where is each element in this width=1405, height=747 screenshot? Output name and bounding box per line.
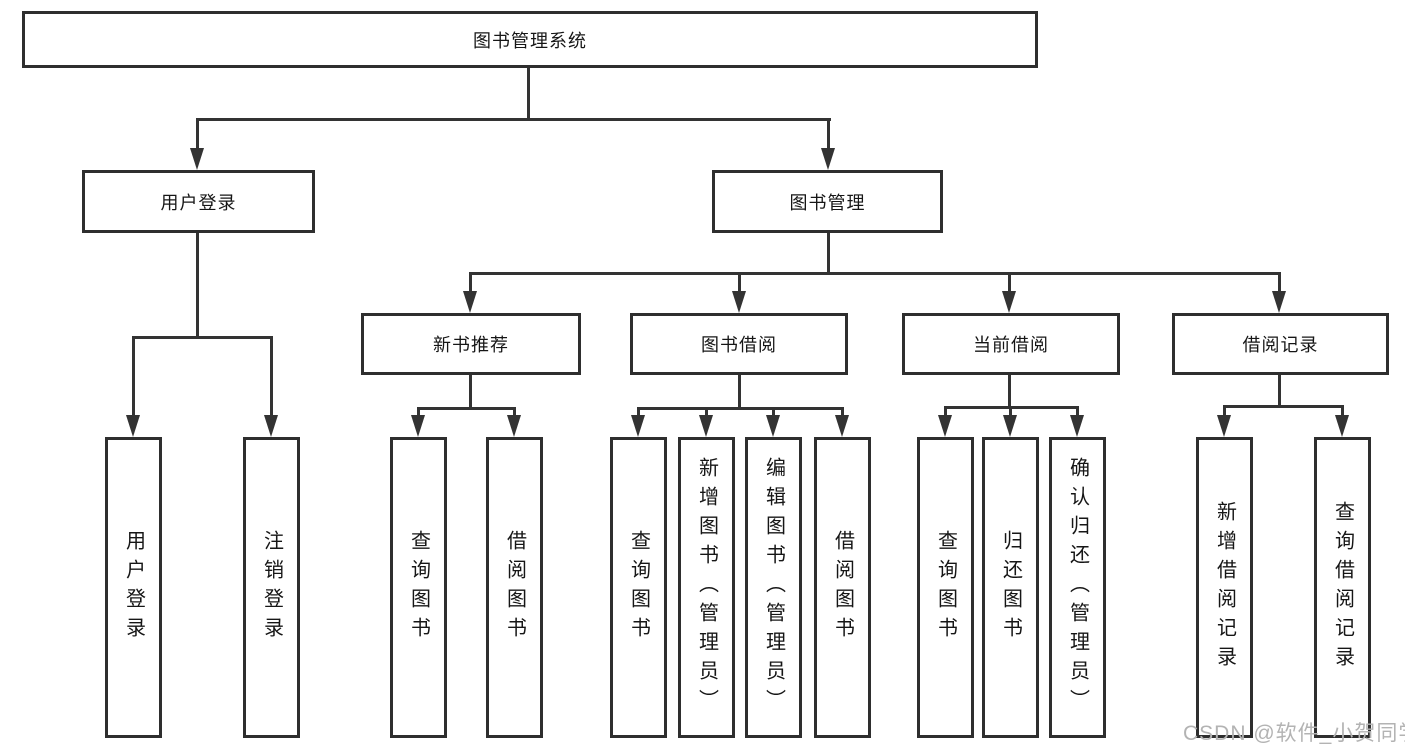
connector-vline	[270, 336, 273, 416]
node-new-book-recommend: 新书推荐	[361, 313, 581, 375]
arrow-down-icon	[126, 415, 140, 437]
leaf-confirm-return-admin: 确认归还（管理员）	[1049, 437, 1106, 738]
leaf-return-book: 归还图书	[982, 437, 1039, 738]
leaf-return-book-label: 归还图书	[999, 529, 1022, 646]
arrow-down-icon	[264, 415, 278, 437]
leaf-add-book-admin: 新增图书（管理员）	[678, 437, 735, 738]
leaf-query-borrow-record: 查询借阅记录	[1314, 437, 1371, 738]
node-current-borrowing-label: 当前借阅	[973, 335, 1049, 355]
arrow-down-icon	[411, 415, 425, 437]
node-library-system: 图书管理系统	[22, 11, 1038, 68]
arrow-down-icon	[1003, 415, 1017, 437]
leaf-query-borrow-record-label: 查询借阅记录	[1331, 500, 1354, 675]
arrow-down-icon	[1002, 291, 1016, 313]
leaf-user-login: 用户登录	[105, 437, 162, 738]
node-book-management: 图书管理	[712, 170, 943, 233]
connector-vline	[772, 407, 775, 417]
leaf-add-borrow-record: 新增借阅记录	[1196, 437, 1253, 738]
connector-vline	[469, 375, 472, 409]
connector-vline	[827, 118, 830, 152]
connector-hline	[417, 407, 516, 410]
connector-vline	[196, 233, 199, 339]
node-new-book-recommend-label: 新书推荐	[433, 335, 509, 355]
arrow-down-icon	[631, 415, 645, 437]
arrow-down-icon	[732, 291, 746, 313]
node-library-system-label: 图书管理系统	[473, 30, 587, 51]
arrow-down-icon	[190, 148, 204, 170]
arrow-down-icon	[821, 148, 835, 170]
leaf-confirm-return-admin-label: 确认归还（管理员）	[1066, 457, 1089, 718]
node-user-login-label: 用户登录	[160, 192, 237, 213]
csdn-watermark: CSDN @软件_小贺同学	[1183, 722, 1405, 745]
connector-vline	[513, 407, 516, 417]
node-book-borrowing: 图书借阅	[630, 313, 848, 375]
arrow-down-icon	[1217, 415, 1231, 437]
arrow-down-icon	[1335, 415, 1349, 437]
connector-vline	[196, 118, 199, 152]
node-borrow-records: 借阅记录	[1172, 313, 1389, 375]
arrow-down-icon	[835, 415, 849, 437]
leaf-add-book-admin-label: 新增图书（管理员）	[695, 457, 718, 718]
arrow-down-icon	[463, 291, 477, 313]
connector-vline	[527, 68, 530, 120]
connector-hline	[197, 118, 831, 121]
connector-vline	[1278, 272, 1281, 294]
leaf-borrow-books-recommend-label: 借阅图书	[503, 529, 526, 646]
connector-vline	[1076, 406, 1079, 416]
connector-vline	[1009, 406, 1012, 416]
connector-vline	[1008, 375, 1011, 408]
leaf-edit-book-admin-label: 编辑图书（管理员）	[762, 457, 785, 718]
leaf-query-books-current: 查询图书	[917, 437, 974, 738]
connector-hline	[1223, 405, 1344, 408]
arrow-down-icon	[699, 415, 713, 437]
connector-vline	[1278, 375, 1281, 407]
connector-vline	[841, 407, 844, 417]
leaf-query-books-borrowing: 查询图书	[610, 437, 667, 738]
leaf-add-borrow-record-label: 新增借阅记录	[1213, 500, 1236, 675]
leaf-query-books-recommend: 查询图书	[390, 437, 447, 738]
leaf-logout-label: 注销登录	[260, 529, 283, 646]
connector-vline	[1223, 405, 1226, 416]
leaf-query-books-recommend-label: 查询图书	[407, 529, 430, 646]
connector-vline	[1341, 405, 1344, 416]
connector-hline	[132, 336, 273, 339]
leaf-logout: 注销登录	[243, 437, 300, 738]
leaf-query-books-current-label: 查询图书	[934, 529, 957, 646]
leaf-edit-book-admin: 编辑图书（管理员）	[745, 437, 802, 738]
node-borrow-records-label: 借阅记录	[1242, 335, 1319, 355]
node-user-login: 用户登录	[82, 170, 315, 233]
connector-vline	[417, 407, 420, 417]
arrow-down-icon	[507, 415, 521, 437]
node-book-management-label: 图书管理	[789, 192, 866, 213]
connector-hline	[470, 272, 1281, 275]
connector-vline	[469, 272, 472, 294]
node-book-borrowing-label: 图书借阅	[701, 335, 777, 355]
connector-vline	[738, 375, 741, 409]
connector-vline	[1008, 272, 1011, 294]
arrow-down-icon	[938, 415, 952, 437]
leaf-borrow-books-label: 借阅图书	[831, 529, 854, 646]
arrow-down-icon	[1272, 291, 1286, 313]
leaf-borrow-books-recommend: 借阅图书	[486, 437, 543, 738]
connector-vline	[827, 233, 830, 275]
leaf-query-books-borrowing-label: 查询图书	[627, 529, 650, 646]
leaf-user-login-label: 用户登录	[122, 529, 145, 646]
leaf-borrow-books: 借阅图书	[814, 437, 871, 738]
connector-hline	[637, 407, 844, 410]
connector-vline	[944, 406, 947, 416]
node-current-borrowing: 当前借阅	[902, 313, 1120, 375]
connector-vline	[637, 407, 640, 417]
connector-vline	[132, 336, 135, 416]
connector-vline	[738, 272, 741, 294]
arrow-down-icon	[1070, 415, 1084, 437]
arrow-down-icon	[766, 415, 780, 437]
connector-vline	[705, 407, 708, 417]
